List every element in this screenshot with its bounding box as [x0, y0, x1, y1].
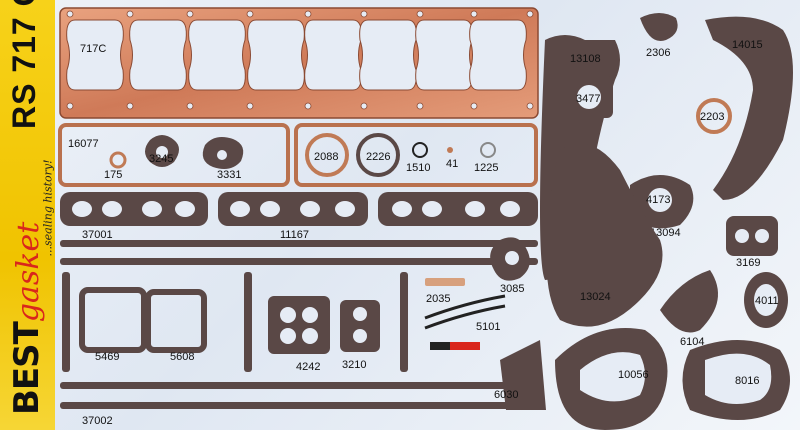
seal-5101 — [424, 294, 506, 320]
label-13024: 13024 — [580, 291, 611, 303]
label-2203: 2203 — [700, 111, 724, 123]
washer-41 — [447, 147, 453, 153]
head-gasket — [59, 7, 539, 119]
label-175: 175 — [104, 169, 122, 181]
label-13094: 13094 — [650, 227, 681, 239]
gasket-2035 — [425, 278, 465, 286]
carb-gasket-4242 — [268, 296, 330, 354]
tool-piece — [430, 342, 450, 350]
gasket-2226 — [356, 133, 400, 177]
label-2088: 2088 — [314, 151, 338, 163]
label-8016: 8016 — [735, 375, 759, 387]
label-717C: 717C — [80, 43, 106, 55]
gasket-13024 — [546, 143, 663, 327]
washer-175 — [109, 151, 127, 169]
washer-1225 — [480, 142, 496, 158]
gasket-3169 — [726, 216, 778, 256]
label-16077: 16077 — [68, 138, 99, 150]
label-5469: 5469 — [95, 351, 119, 363]
label-5608: 5608 — [170, 351, 194, 363]
carb-gasket-3210 — [340, 300, 380, 352]
label-6104: 6104 — [680, 336, 704, 348]
label-37002: 37002 — [82, 415, 113, 427]
label-3210: 3210 — [342, 359, 366, 371]
label-1225: 1225 — [474, 162, 498, 174]
label-3169: 3169 — [736, 257, 760, 269]
gasket-5469 — [79, 287, 147, 353]
cork-gasket-16077 — [58, 123, 290, 187]
label-1510: 1510 — [406, 162, 430, 174]
label-11167: 11167 — [280, 229, 309, 241]
manifold-gaskets — [60, 192, 538, 226]
gasket-14015 — [705, 16, 793, 200]
gasket-5608 — [145, 289, 207, 353]
label-37001: 37001 — [82, 229, 113, 241]
label-4173: 4173 — [646, 194, 670, 206]
cork-gasket-box — [294, 123, 538, 187]
label-3477: 3477 — [576, 93, 600, 105]
gasket-2088 — [305, 133, 349, 177]
gasket-6104 — [660, 270, 718, 333]
label-2035: 2035 — [426, 293, 450, 305]
gasket-2306 — [640, 13, 678, 42]
label-14015: 14015 — [732, 39, 763, 51]
pan-gasket-strips — [60, 240, 538, 409]
label-41: 41 — [446, 158, 458, 170]
label-5101: 5101 — [476, 321, 500, 333]
label-3331: 3331 — [217, 169, 241, 181]
label-4242: 4242 — [296, 361, 320, 373]
label-10056: 10056 — [618, 369, 649, 381]
label-13108: 13108 — [570, 53, 601, 65]
brand-band — [0, 0, 55, 430]
label-2226: 2226 — [366, 151, 390, 163]
oring-1510 — [412, 142, 428, 158]
label-3085: 3085 — [500, 283, 524, 295]
label-6030: 6030 — [494, 389, 518, 401]
label-2306: 2306 — [646, 47, 670, 59]
label-4011: 4011 — [755, 295, 779, 307]
label-3245: 3245 — [149, 153, 173, 165]
gasket-6030 — [500, 340, 546, 410]
gasket-2203 — [696, 98, 732, 134]
